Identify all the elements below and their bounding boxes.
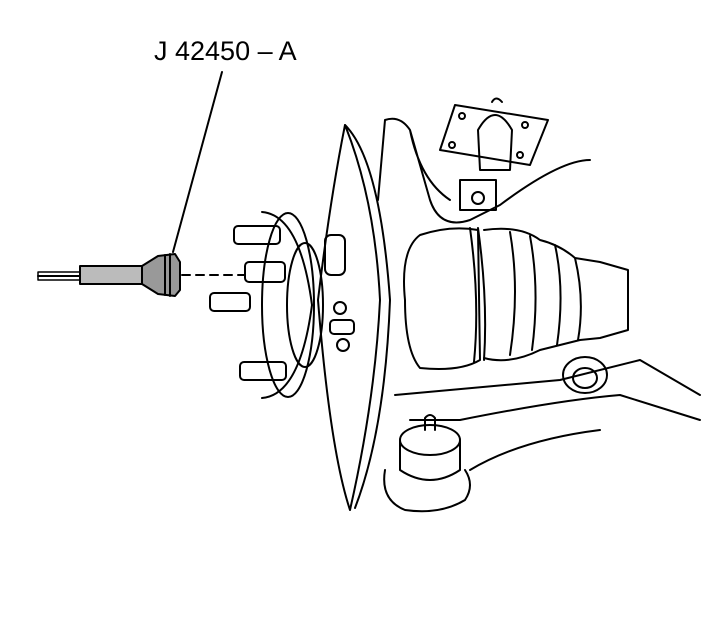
ball-joint-plate <box>439 104 549 166</box>
hub-flange <box>261 212 315 398</box>
cv-boot <box>403 227 629 370</box>
wheel-studs <box>209 225 287 381</box>
tool-j42450a <box>37 253 181 297</box>
leader-line <box>172 71 223 253</box>
lower-ball-joint <box>383 414 471 513</box>
tool-callout-label: J 42450 – A <box>154 36 297 66</box>
knuckle <box>317 124 381 511</box>
upper-control-arm <box>377 117 591 224</box>
